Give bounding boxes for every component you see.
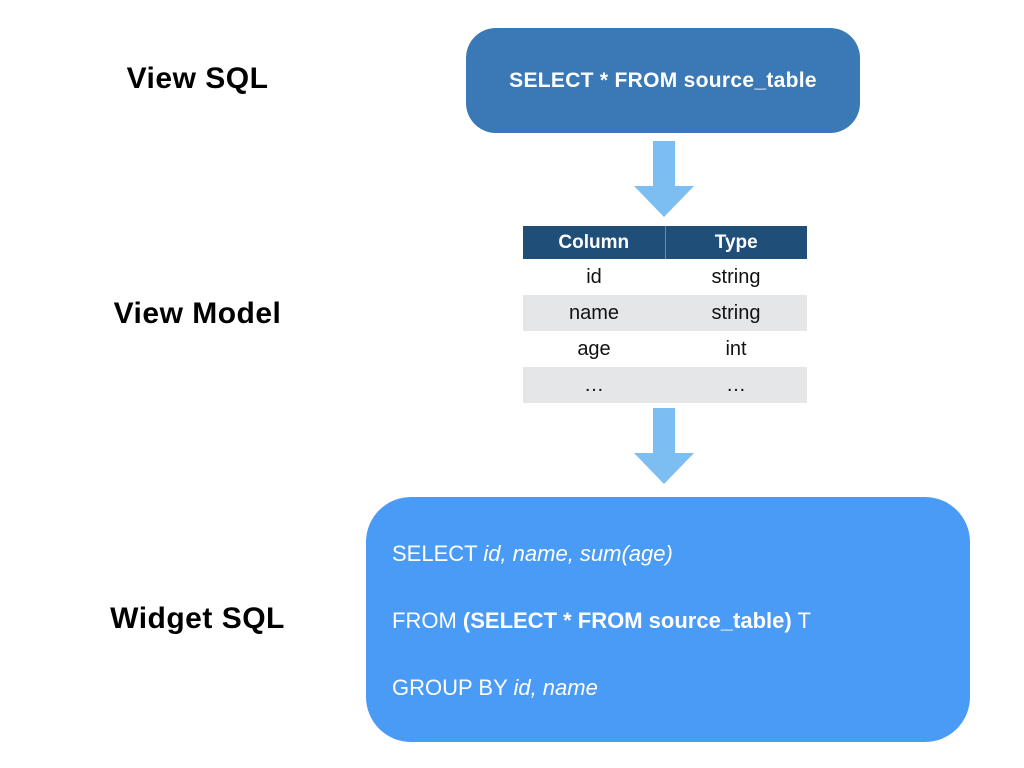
widget-sql-box: SELECT id, name, sum(age) FROM (SELECT * … — [366, 497, 970, 742]
sql-segment: id, name — [513, 675, 598, 700]
view-sql-box: SELECT * FROM source_table — [466, 28, 860, 133]
sql-segment: (SELECT * FROM source_table) — [462, 608, 792, 633]
widget-sql-label: Widget SQL — [110, 602, 285, 635]
widget-sql-lines: SELECT id, name, sum(age) FROM (SELECT * … — [392, 541, 970, 703]
type-header: Type — [664, 226, 807, 259]
table-cell: int — [725, 337, 747, 360]
table-cell: age — [577, 337, 611, 360]
sql-line: GROUP BY id, name — [392, 675, 970, 703]
table-cell: string — [665, 295, 807, 331]
sql-line: FROM (SELECT * FROM source_table) T — [392, 608, 970, 636]
down-arrow-icon — [634, 141, 694, 217]
view-sql-query-text: SELECT * FROM source_table — [509, 68, 817, 92]
column-header: Column — [523, 226, 665, 259]
table-header-row: Column Type — [523, 226, 807, 259]
view-sql-label: View SQL — [126, 62, 269, 95]
sql-segment: SELECT — [392, 541, 484, 566]
sql-line: SELECT id, name, sum(age) — [392, 541, 970, 569]
table-cell: … — [523, 367, 665, 403]
sql-segment: FROM — [392, 608, 463, 633]
sql-segment: GROUP BY — [392, 675, 514, 700]
sql-segment: id, name, sum(age) — [483, 541, 673, 566]
table-cell: string — [711, 265, 761, 288]
table-row: age int — [523, 331, 807, 367]
table-row: id string — [523, 259, 807, 295]
down-arrow-icon — [634, 408, 694, 484]
view-model-label: View Model — [113, 297, 282, 330]
table-cell: id — [586, 265, 602, 288]
sql-segment: T — [791, 608, 811, 633]
table-cell: … — [665, 367, 807, 403]
table-row: …… — [523, 367, 807, 403]
table-cell: name — [523, 295, 665, 331]
